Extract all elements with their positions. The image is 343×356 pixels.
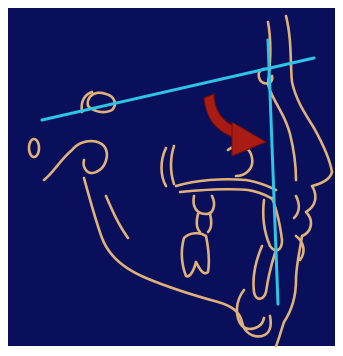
cephalometric-diagram	[0, 0, 343, 356]
